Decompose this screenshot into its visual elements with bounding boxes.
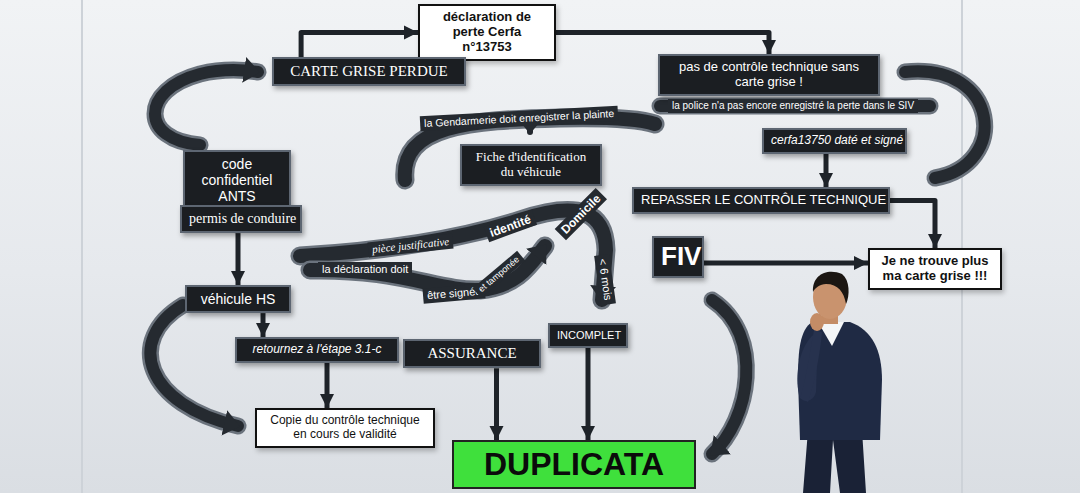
flow-arrow bbox=[325, 363, 330, 408]
node-text: DUPLICATA bbox=[461, 446, 687, 483]
node-text: déclaration de perte Cerfa n°13753 bbox=[427, 10, 547, 55]
flow-arrow bbox=[301, 32, 418, 57]
band-outline bbox=[712, 300, 746, 454]
node-text: CARTE GRISE PERDUE bbox=[281, 63, 457, 80]
warning-box: pas de contrôle technique sans carte gri… bbox=[658, 54, 880, 96]
form-box: déclaration de perte Cerfa n°13753 bbox=[418, 4, 556, 61]
flow-band bbox=[150, 305, 238, 426]
node-text: retournez à l'étape 3.1-c bbox=[244, 343, 390, 357]
speech-box: Je ne trouve plus ma carte grise !!! bbox=[868, 248, 1002, 290]
node-text: ASSURANCE bbox=[412, 345, 532, 362]
node-text: Fiche d'identification du véhicule bbox=[469, 150, 593, 180]
node-text: Je ne trouve plus ma carte grise !!! bbox=[877, 254, 993, 284]
form-box: cerfa13750 daté et signé bbox=[762, 128, 907, 154]
flow-arrow bbox=[890, 201, 935, 249]
man-figure bbox=[797, 272, 882, 493]
band-outline bbox=[155, 70, 258, 145]
document-box: Copie du contrôle technique en cours de … bbox=[255, 408, 435, 448]
flow-band bbox=[905, 71, 985, 178]
node-text: pas de contrôle technique sans carte gri… bbox=[667, 60, 871, 90]
process-box: REPASSER LE CONTRÔLE TECHNIQUE bbox=[632, 187, 890, 214]
man-jacket bbox=[798, 322, 882, 440]
node-text: permis de conduire bbox=[189, 211, 293, 227]
document-box: ASSURANCE bbox=[403, 339, 541, 368]
node-text: FIV bbox=[661, 242, 695, 272]
node-text: cerfa13750 daté et signé bbox=[771, 134, 898, 148]
band-arrow bbox=[527, 128, 533, 132]
man-forearm bbox=[800, 330, 822, 402]
document-box: code confidentiel ANTS bbox=[183, 150, 291, 210]
result-box: DUPLICATA bbox=[452, 440, 696, 489]
node-text: véhicule HS bbox=[194, 291, 282, 307]
flow-arrow bbox=[261, 313, 266, 337]
flow-arrow bbox=[494, 368, 499, 440]
node-text: Copie du contrôle technique en cours de … bbox=[264, 414, 426, 442]
flow-arrow bbox=[824, 154, 829, 187]
node-text: INCOMPLET bbox=[557, 329, 619, 342]
status-box: INCOMPLET bbox=[548, 323, 628, 348]
flow-arrow bbox=[556, 32, 769, 54]
wall-seam bbox=[81, 0, 83, 493]
node-text: code confidentiel ANTS bbox=[192, 156, 282, 204]
band-group bbox=[150, 70, 984, 454]
band-outline bbox=[150, 305, 238, 426]
title-box: CARTE GRISE PERDUE bbox=[272, 57, 466, 86]
document-box: permis de conduire bbox=[180, 205, 302, 233]
status-box: véhicule HS bbox=[185, 285, 291, 313]
document-box: Fiche d'identification du véhicule bbox=[460, 144, 602, 186]
node-text: REPASSER LE CONTRÔLE TECHNIQUE bbox=[641, 193, 881, 208]
flow-band bbox=[155, 70, 258, 145]
flow-arrow bbox=[586, 348, 591, 440]
band-label: la déclaration doit bbox=[318, 262, 412, 277]
man-hand bbox=[810, 313, 824, 331]
man-hair bbox=[813, 272, 849, 304]
flow-band bbox=[660, 100, 930, 112]
process-box: FIV bbox=[652, 236, 704, 278]
flow-arrow bbox=[236, 233, 241, 285]
instruction-box: retournez à l'étape 3.1-c bbox=[235, 337, 399, 363]
flow-arrow bbox=[704, 260, 868, 265]
band-outline bbox=[905, 71, 985, 178]
flow-band bbox=[712, 300, 746, 454]
band-outline bbox=[660, 98, 930, 115]
band-label: la police n'a pas encore enregistré la p… bbox=[668, 99, 918, 113]
